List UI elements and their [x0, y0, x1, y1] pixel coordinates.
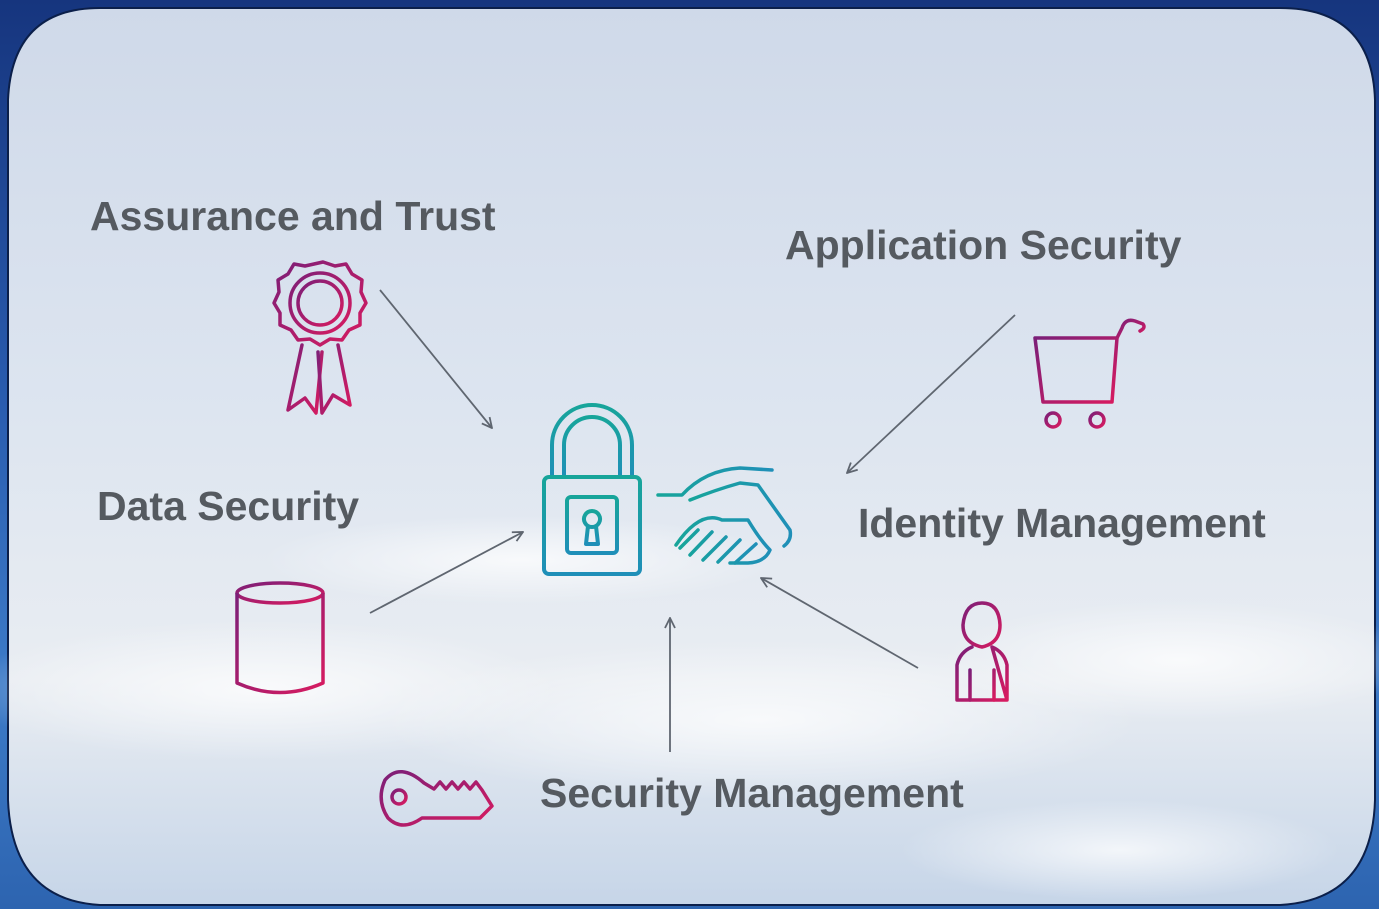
padlock-icon [542, 403, 642, 576]
arrows [369, 289, 1016, 752]
database-cylinder-icon [235, 581, 325, 695]
label-assurance-and-trust: Assurance and Trust [90, 193, 496, 239]
arrow-identity [761, 578, 919, 669]
shopping-cart-icon [1033, 318, 1146, 429]
label-application-security: Application Security [785, 222, 1182, 268]
label-data-security: Data Security [97, 483, 360, 529]
label-identity-management: Identity Management [858, 500, 1266, 546]
label-security-management: Security Management [540, 770, 964, 816]
arrow-assurance [379, 289, 492, 428]
arrow-application [847, 314, 1016, 473]
key-icon [379, 770, 494, 827]
award-ribbon-icon [272, 260, 368, 415]
arrow-data [369, 532, 523, 614]
cloud-texture [0, 515, 1379, 900]
person-icon [955, 601, 1009, 702]
handshake-icon [656, 466, 802, 565]
